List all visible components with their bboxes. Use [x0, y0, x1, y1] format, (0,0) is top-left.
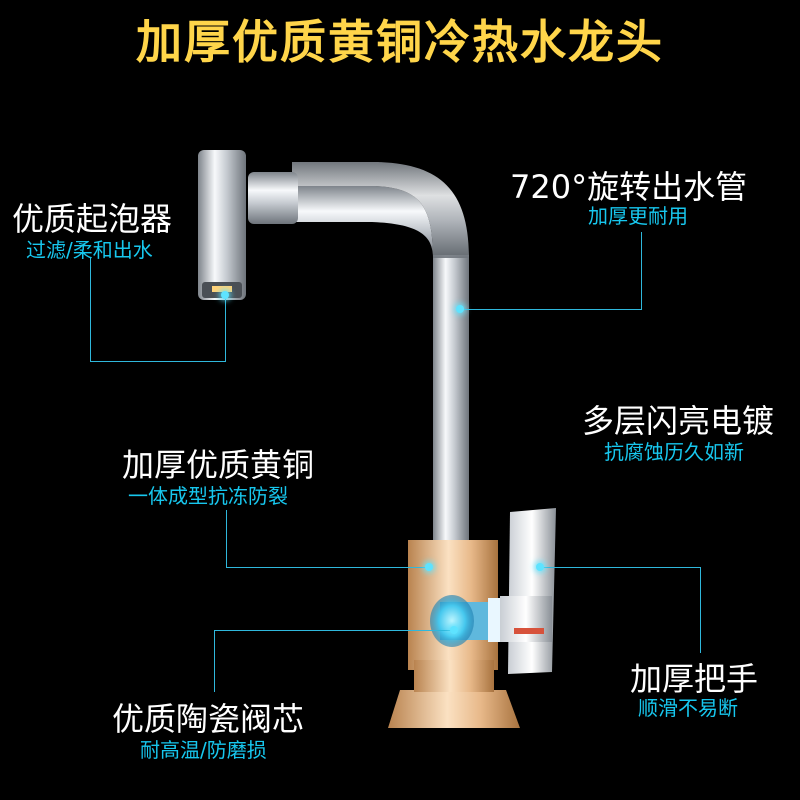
- aerator-label: 优质起泡器: [12, 200, 173, 238]
- spout-sub: 加厚更耐用: [588, 204, 688, 228]
- aerator-marker-dot: [221, 291, 229, 299]
- handle-sub: 顺滑不易断: [638, 696, 738, 720]
- brass-label: 加厚优质黄铜: [122, 446, 315, 484]
- handle-line: [540, 567, 700, 568]
- brass-line: [226, 510, 227, 568]
- page-title: 加厚优质黄铜冷热水龙头: [136, 15, 664, 69]
- handle-marker-dot: [536, 563, 544, 571]
- valve-sub: 耐高温/防磨损: [140, 738, 267, 762]
- spout-line: [460, 309, 641, 310]
- aerator-sub: 过滤/柔和出水: [26, 238, 153, 262]
- handle-label: 加厚把手: [630, 660, 759, 698]
- plating-sub: 抗腐蚀历久如新: [604, 440, 744, 464]
- spout-line: [641, 232, 642, 310]
- brass-marker-dot: [425, 563, 433, 571]
- brass-sub: 一体成型抗冻防裂: [128, 484, 288, 508]
- aerator-line: [225, 296, 226, 362]
- aerator-line: [90, 361, 226, 362]
- valve-line: [214, 630, 454, 631]
- aerator-line: [90, 258, 91, 362]
- handle-line: [700, 567, 701, 653]
- spout-marker-dot: [456, 305, 464, 313]
- valve-line: [214, 630, 215, 692]
- valve-marker-dot: [450, 626, 458, 634]
- spout-label: 720°旋转出水管: [510, 168, 748, 206]
- brass-line: [226, 567, 429, 568]
- plating-label: 多层闪亮电镀: [582, 402, 775, 440]
- valve-label: 优质陶瓷阀芯: [112, 700, 305, 738]
